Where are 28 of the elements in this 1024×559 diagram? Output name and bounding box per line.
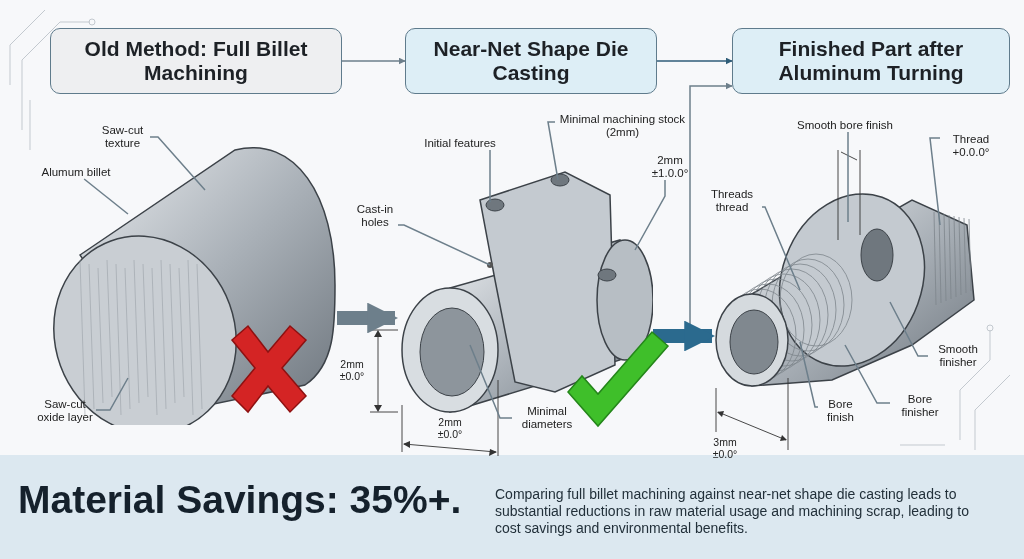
callout-label: Threads thread: [702, 188, 762, 214]
dimension-label: 2mm ±0.0°: [338, 358, 366, 382]
arrow: [656, 57, 733, 65]
callout-label: 2mm ±1.0.0°: [640, 154, 700, 180]
callout-label: Minimal diameters: [512, 405, 582, 431]
callout-label: Cast-in holes: [352, 203, 398, 229]
callout-label: Bore finisher: [890, 393, 950, 419]
step-box: Near-Net Shape Die Casting: [405, 28, 657, 94]
callout-label: Saw-cut texture: [95, 124, 150, 150]
callout-label: Smooth bore finish: [790, 119, 900, 132]
step-box: Finished Part after Aluminum Turning: [732, 28, 1010, 94]
headline: Material Savings: 35%+.: [18, 478, 462, 522]
callout-label: Smooth finisher: [928, 343, 988, 369]
arrow: [689, 82, 733, 327]
step-box: Old Method: Full Billet Machining: [50, 28, 342, 94]
callout-label: Bore finish: [818, 398, 863, 424]
description-text: Comparing full billet machining against near-net shape die casting leads to substantial reductions in raw material usage and machining scrap, leading to cost savings and environmental benefits.: [495, 486, 970, 537]
arrow: [337, 302, 399, 334]
arrow: [653, 320, 716, 352]
arrow: [95, 377, 129, 411]
arrow: [341, 57, 406, 65]
callout-label: Initial features: [410, 137, 510, 150]
dimension-label: 2mm ±0.0°: [436, 416, 464, 440]
callout-label: Thread +0.0.0°: [940, 133, 1002, 159]
dimension-label: 3mm ±0.0°: [711, 436, 739, 460]
callout-label: Alumum billet: [36, 166, 116, 179]
callout-label: Saw-cut oxide layer: [34, 398, 96, 424]
callout-label: Minimal machining stock (2mm): [555, 113, 690, 139]
